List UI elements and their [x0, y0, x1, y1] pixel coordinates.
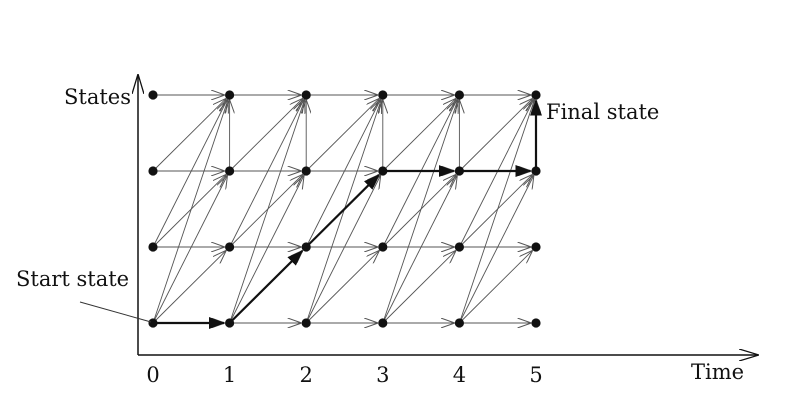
x-tick-label: 1: [223, 363, 236, 387]
transition-edge: [459, 251, 532, 324]
transition-edge: [459, 99, 532, 172]
transition-edge: [382, 100, 458, 324]
transition-edge: [458, 176, 533, 324]
state-node: [148, 90, 158, 100]
state-node: [225, 90, 235, 100]
state-node: [225, 318, 235, 328]
highlighted-path: [153, 99, 542, 329]
transition-edge: [382, 251, 456, 324]
state-node: [531, 242, 541, 252]
transition-edge: [382, 100, 457, 248]
x-tick-label: 5: [529, 363, 542, 387]
x-tick-label: 3: [376, 363, 389, 387]
transition-edge: [229, 99, 303, 172]
x-tick-label: 4: [453, 363, 466, 387]
state-node: [531, 90, 541, 100]
state-node: [454, 318, 464, 328]
x-axis-label: Time: [691, 360, 744, 384]
state-node: [378, 242, 388, 252]
state-node: [301, 242, 311, 252]
state-node: [378, 166, 388, 176]
state-node: [301, 318, 311, 328]
state-node: [148, 166, 158, 176]
transition-edge: [229, 176, 304, 324]
state-node: [378, 318, 388, 328]
state-node: [454, 90, 464, 100]
state-node: [225, 166, 235, 176]
state-node: [531, 318, 541, 328]
transition-edge: [152, 99, 226, 172]
x-tick-label: 2: [300, 363, 313, 387]
transition-edge: [229, 175, 303, 248]
state-node: [531, 166, 541, 176]
state-node: [301, 90, 311, 100]
transition-edge: [305, 100, 381, 324]
transition-edge: [152, 251, 226, 324]
transition-edge: [152, 100, 227, 248]
transition-edge: [382, 99, 456, 172]
transition-edge: [152, 175, 226, 248]
state-node: [454, 242, 464, 252]
transition-edge: [458, 100, 533, 248]
transition-edge: [459, 175, 532, 248]
transition-edge: [152, 176, 227, 324]
transition-edge: [229, 100, 304, 248]
state-node: [148, 242, 158, 252]
transition-edge: [305, 251, 379, 324]
transition-edge: [305, 100, 380, 248]
transition-edge: [152, 100, 228, 324]
state-node: [454, 166, 464, 176]
state-node: [378, 90, 388, 100]
state-node: [301, 166, 311, 176]
transition-edge: [305, 176, 380, 324]
y-axis-label: States: [64, 85, 131, 109]
x-tick-label: 0: [146, 363, 159, 387]
path-edge: [228, 250, 303, 324]
start-state-label: Start state: [16, 267, 129, 291]
state-node: [148, 318, 158, 328]
transition-edge: [305, 99, 379, 172]
state-node: [225, 242, 235, 252]
transition-edge: [382, 176, 457, 324]
transition-edge: [229, 100, 305, 324]
transition-edge: [382, 175, 456, 248]
start-state-pointer: [79, 301, 152, 323]
state-nodes: [148, 90, 541, 328]
x-tick-labels: 0 1 2 3 4 5: [146, 363, 542, 387]
transition-edge: [458, 100, 534, 324]
final-state-label: Final state: [546, 100, 659, 124]
path-edge: [305, 174, 380, 248]
